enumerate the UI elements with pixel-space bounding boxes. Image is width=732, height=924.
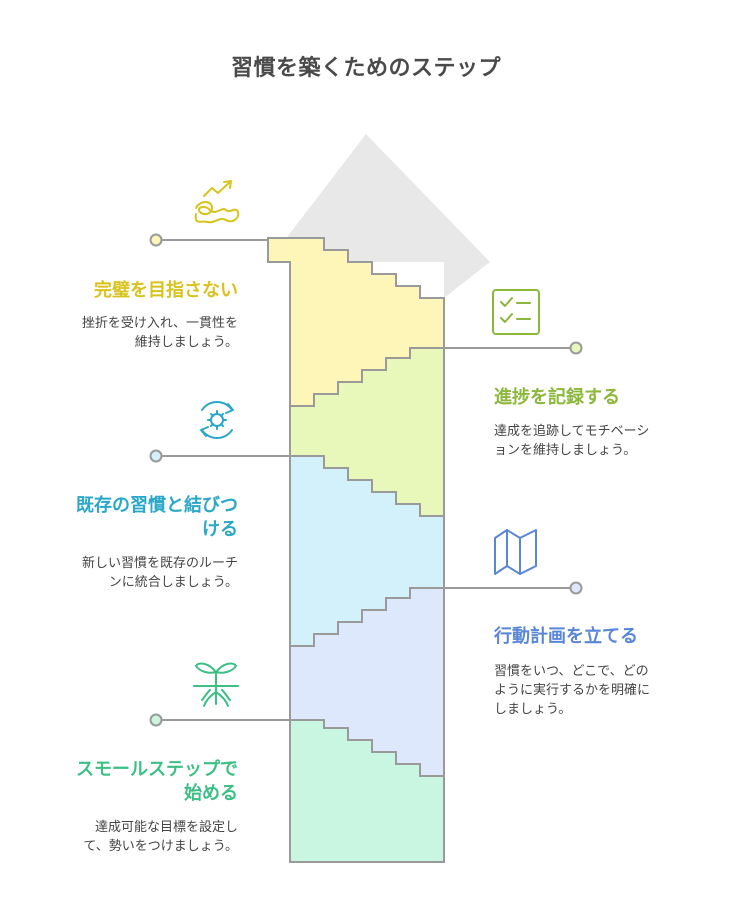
step-desc-link: 新しい習慣を既存のルーチ ンに統合しましょう。: [30, 554, 238, 592]
connector-dot-record: [569, 341, 583, 355]
connector-dot-perfect: [149, 233, 163, 247]
step-desc-line: 達成を追跡してモチベーシ: [494, 424, 650, 439]
step-desc-record: 達成を追跡してモチベーシ ョンを維持しましょう。: [494, 422, 704, 460]
step-title-plan: 行動計画を立てる: [494, 626, 638, 647]
step-title-perfect: 完璧を目指さない: [94, 280, 238, 301]
step-desc-perfect: 挫折を受け入れ、一貫性を 維持しましょう。: [40, 314, 238, 352]
step-desc-line: 挫折を受け入れ、一貫性を: [81, 316, 238, 331]
step-desc-small: 達成可能な目標を設定し て、勢いをつけましょう。: [30, 818, 238, 856]
step-title-line: ける: [202, 519, 238, 540]
step-title-line: 始める: [184, 783, 238, 804]
step-title-record: 進捗を記録する: [494, 387, 620, 408]
connector-dot-link: [149, 449, 163, 463]
step-desc-line: 達成可能な目標を設定し: [94, 820, 238, 835]
trend-sketch-icon: [194, 180, 240, 224]
step-title-small: スモールステップで 始める: [30, 758, 238, 806]
connector-dot-plan: [569, 581, 583, 595]
step-title-line: 既存の習慣と結びつ: [76, 495, 238, 516]
step-desc-line: 新しい習慣を既存のルーチ: [81, 556, 238, 571]
step-title-line: スモールステップで: [76, 759, 238, 780]
step-desc-plan: 習慣をいつ、どこで、どの ように実行するかを明確に しましょう。: [494, 662, 704, 719]
step-desc-line: しましょう。: [494, 702, 572, 717]
step-desc-line: ョンを維持しましょう。: [494, 443, 637, 458]
step-desc-line: 維持しましょう。: [134, 335, 238, 350]
step-title-link: 既存の習慣と結びつ ける: [30, 494, 238, 542]
sprout-icon: [193, 662, 239, 707]
step-desc-line: ように実行するかを明確に: [494, 683, 651, 698]
step-desc-line: て、勢いをつけましょう。: [83, 839, 238, 854]
step-desc-line: ンに統合しましょう。: [108, 575, 238, 590]
checklist-icon: [492, 289, 540, 335]
step-block-small: [289, 719, 445, 863]
cycle-gear-icon: [200, 401, 234, 439]
connector-dot-small: [149, 713, 163, 727]
step-desc-line: 習慣をいつ、どこで、どの: [494, 664, 649, 679]
map-icon: [494, 529, 537, 575]
page-title: 習慣を築くためのステップ: [230, 56, 501, 81]
